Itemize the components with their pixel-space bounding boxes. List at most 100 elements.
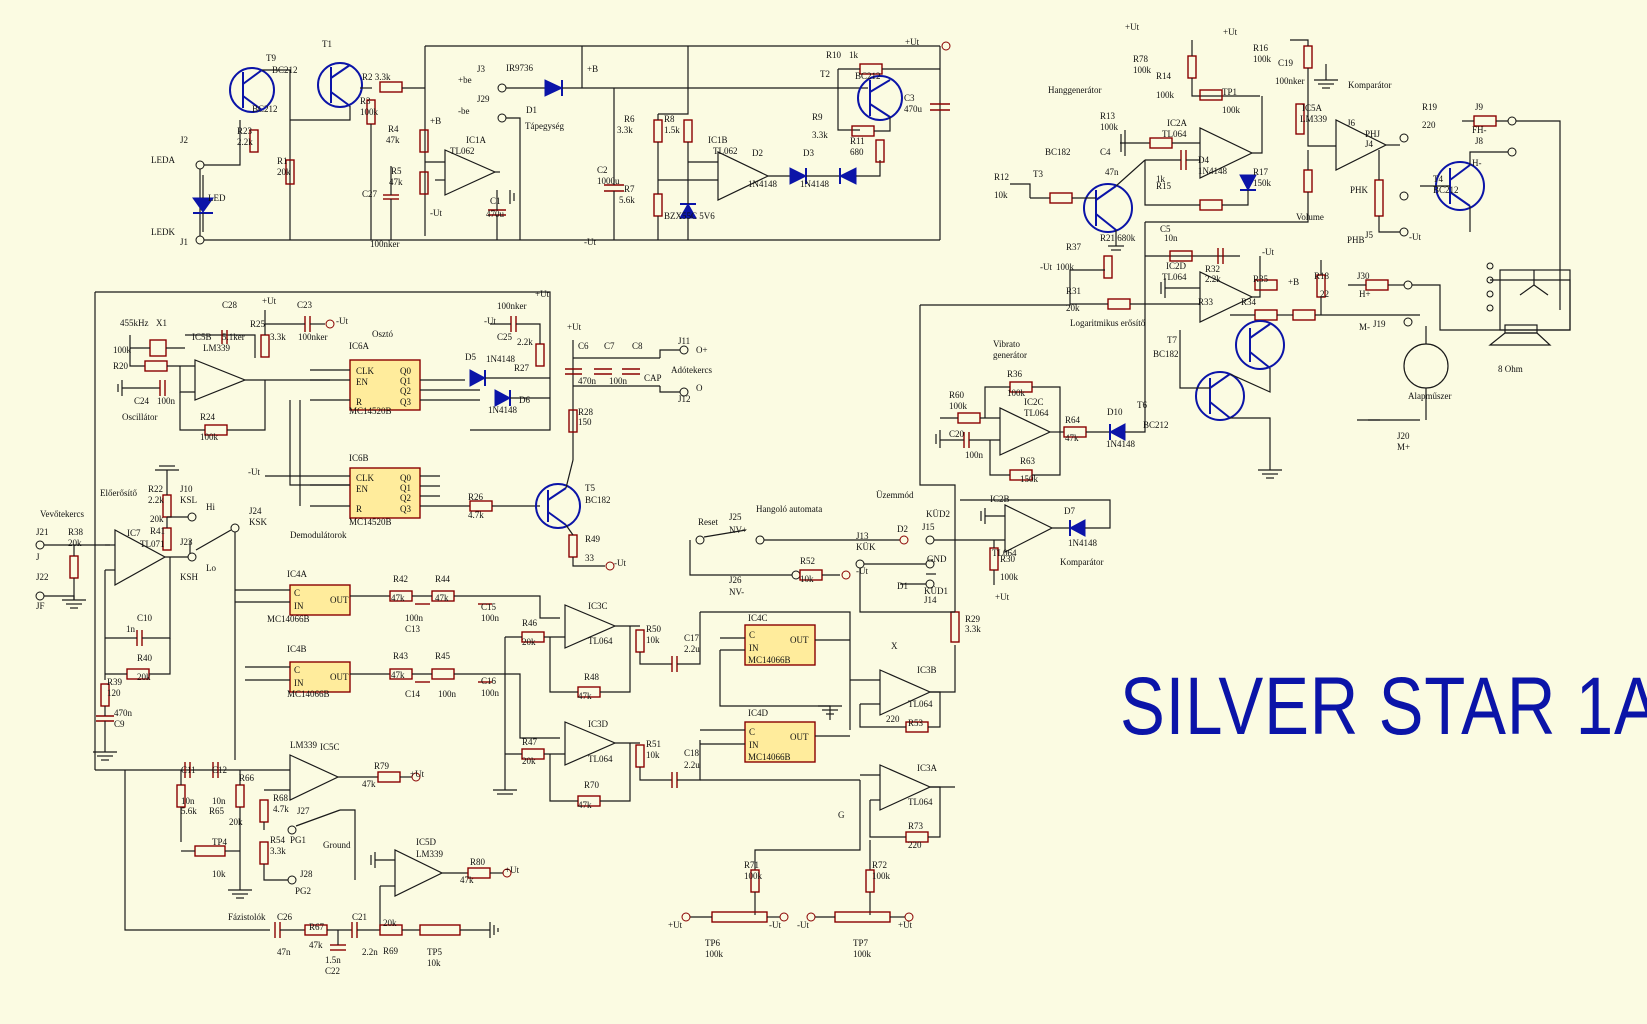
component-label: R35 — [1253, 274, 1269, 284]
component-label: R27 — [514, 363, 530, 373]
component-label: MC14066B — [267, 614, 310, 624]
component-label: 150 — [578, 417, 592, 427]
component-label: 20k — [68, 538, 82, 548]
component-label: 2.2k — [1205, 274, 1221, 284]
comparator-ic5c — [289, 754, 340, 801]
component-label: C22 — [325, 966, 340, 976]
switch-ic4d — [744, 721, 816, 763]
component-label: 100n — [405, 613, 424, 623]
component-label: 100nker — [497, 301, 527, 311]
diode-d5 — [469, 369, 487, 387]
component-label: 2.2k — [148, 495, 164, 505]
resistor-r1 — [285, 159, 295, 185]
component-label: +B — [587, 64, 598, 74]
resistor-r12 — [1049, 192, 1073, 204]
component-label: +Ut — [1223, 27, 1238, 37]
component-label: R23 — [237, 126, 253, 136]
opamp-ic3d — [564, 721, 617, 766]
component-label: BC182 — [1045, 147, 1071, 157]
component-label: PHJ — [1365, 129, 1381, 139]
trimmer-tp5 — [419, 924, 461, 936]
component-label: Fázistolók — [228, 912, 266, 922]
component-label: 680 — [850, 147, 864, 157]
component-label: C17 — [684, 633, 700, 643]
component-label: 20k — [383, 918, 397, 928]
component-label: C25 — [497, 332, 513, 342]
component-label: R19 — [1422, 102, 1438, 112]
component-label: TP1 — [1222, 87, 1237, 97]
component-label: 120 — [107, 688, 121, 698]
component-label: D3 — [803, 148, 814, 158]
component-label: 1.5k — [664, 125, 680, 135]
component-label: TL064 — [1162, 129, 1187, 139]
component-label: C6 — [578, 341, 589, 351]
component-label: J14 — [924, 595, 937, 605]
component-label: Hi — [206, 502, 215, 512]
component-label: +Ut — [567, 322, 582, 332]
component-label: 22 — [1320, 289, 1329, 299]
component-label: TP7 — [853, 938, 869, 948]
component-label: +Ut — [410, 769, 425, 779]
component-label: TL064 — [588, 754, 613, 764]
component-label: T4 — [1433, 174, 1443, 184]
component-label: 4.7k — [273, 804, 289, 814]
component-label: TL064 — [1024, 408, 1049, 418]
component-label: C1 — [490, 196, 501, 206]
component-label: R26 — [468, 492, 484, 502]
component-label: IC5D — [416, 837, 437, 847]
component-label: BC212 — [252, 104, 278, 114]
resistor-r33 — [1254, 309, 1278, 321]
component-label: 100n — [481, 688, 500, 698]
component-label: LM339 — [203, 343, 231, 353]
component-label: C2 — [597, 165, 608, 175]
component-label: D10 — [1107, 407, 1123, 417]
component-label: R39 — [107, 677, 123, 687]
component-label: 100k — [113, 345, 132, 355]
connector-j21 — [35, 540, 45, 550]
component-label: PHB — [1347, 235, 1365, 245]
component-label: FH- — [1472, 125, 1487, 135]
connector-j24 — [230, 523, 240, 533]
component-label: R66 — [239, 773, 255, 783]
component-label: Oscillátor — [122, 412, 158, 422]
crystal-x1 — [149, 339, 167, 357]
component-label: Hanggenerátor — [1048, 85, 1101, 95]
svg-text:OUT: OUT — [330, 672, 349, 682]
component-label: C12 — [212, 765, 227, 775]
transistor-t5 — [535, 483, 581, 529]
component-label: 3.3k — [965, 624, 981, 634]
component-label: KÜD2 — [926, 509, 950, 519]
component-label: 20k — [150, 514, 164, 524]
svg-text:OUT: OUT — [330, 595, 349, 605]
component-label: R30 — [1000, 554, 1016, 564]
component-label: 100nker — [370, 239, 400, 249]
component-label: 2.2n — [362, 947, 378, 957]
switch-ic4a — [289, 584, 351, 616]
component-label: TL071 — [140, 539, 165, 549]
component-label: IC5C — [320, 742, 340, 752]
component-label: TL064 — [1162, 272, 1187, 282]
component-label: 150k — [1253, 178, 1272, 188]
component-label: IC6B — [349, 453, 369, 463]
tone-generator-section — [1010, 39, 1571, 479]
component-label: H- — [1472, 158, 1482, 168]
component-label: 47k — [391, 670, 405, 680]
component-label: T9 — [266, 53, 276, 63]
component-label: X — [891, 641, 898, 651]
component-label: 47k — [389, 177, 403, 187]
component-label: R20 — [113, 361, 129, 371]
component-label: +Ut — [505, 865, 520, 875]
component-label: R6 — [624, 114, 635, 124]
component-label: BC212 — [855, 71, 881, 81]
resistor-r32 — [1254, 279, 1278, 291]
component-label: BC212 — [1143, 420, 1169, 430]
component-label: C3 — [904, 93, 915, 103]
component-label: D2 — [752, 148, 763, 158]
component-label: R40 — [137, 653, 153, 663]
resistor-r38 — [69, 555, 79, 579]
connector-j2 — [195, 160, 205, 170]
component-label: Volume — [1296, 212, 1324, 222]
component-label: Osztó — [372, 329, 393, 339]
